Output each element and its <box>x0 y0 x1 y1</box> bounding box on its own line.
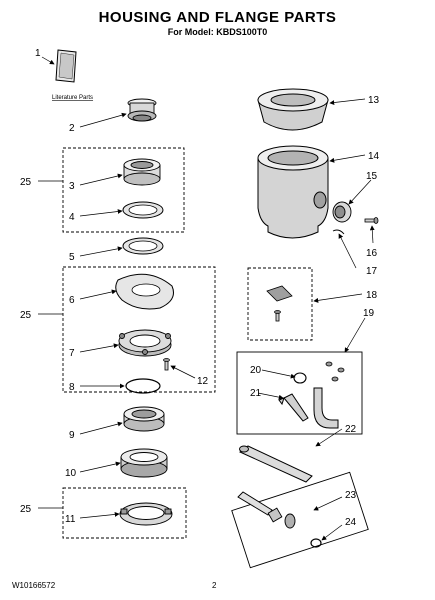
callout-24: 24 <box>345 517 357 528</box>
part-fiber-gasket <box>115 273 174 310</box>
part-inlet-fitting <box>332 201 352 223</box>
group-box-installation-kit <box>236 351 363 435</box>
callout-7: 7 <box>69 348 75 359</box>
callout-16: 16 <box>366 248 378 259</box>
callout-25-flange-kit: 25 <box>20 310 32 321</box>
part-hardware-kit <box>266 285 293 322</box>
page-number: 2 <box>212 581 217 590</box>
callout-5: 5 <box>69 252 75 263</box>
model-subtitle: For Model: KBDS100T0 <box>167 27 268 37</box>
part-drain-tube <box>239 445 313 483</box>
part-small-fittings <box>325 361 345 382</box>
callout-20: 20 <box>250 365 262 376</box>
part-snap-ring <box>125 378 161 394</box>
callout-6: 6 <box>69 295 75 306</box>
part-clip-16 <box>332 229 345 235</box>
callout-1: 1 <box>35 48 41 59</box>
part-lower-mounting-ring <box>119 502 173 526</box>
document-number: W10166572 <box>12 581 56 590</box>
callout-2: 2 <box>69 123 75 134</box>
callout-8: 8 <box>69 382 75 393</box>
callout-4: 4 <box>69 212 75 223</box>
part-gasket-4 <box>122 201 164 219</box>
part-clamp-20 <box>293 372 307 384</box>
literature-label: Literature Parts <box>52 95 93 101</box>
callout-19: 19 <box>363 308 375 319</box>
part-housing-body <box>257 145 329 239</box>
group-box-hardware-kit <box>247 267 313 341</box>
part-drain-connector <box>237 491 296 529</box>
callout-14: 14 <box>368 151 380 162</box>
page-title: HOUSING AND FLANGE PARTS <box>98 9 337 26</box>
part-housing-cover <box>257 88 329 131</box>
part-o-ring-24 <box>310 538 322 548</box>
part-sink-flange <box>123 158 161 186</box>
callout-9: 9 <box>69 430 75 441</box>
part-screw-17 <box>364 217 379 224</box>
group-box-ring-kit <box>62 487 187 539</box>
group-box-flange-kit <box>62 266 216 393</box>
callout-15: 15 <box>366 171 378 182</box>
callout-18: 18 <box>366 290 378 301</box>
literature-part: Literature Parts <box>52 49 93 101</box>
callout-22: 22 <box>345 424 357 435</box>
part-backup-ring-5 <box>122 237 164 255</box>
callout-3: 3 <box>69 181 75 192</box>
callout-21: 21 <box>250 388 262 399</box>
callout-12: 12 <box>197 376 209 387</box>
part-elbow-hose <box>313 387 339 429</box>
callout-17: 17 <box>366 266 378 277</box>
part-splash-guard <box>123 406 165 432</box>
part-screw-12 <box>163 358 170 371</box>
callout-13: 13 <box>368 95 380 106</box>
part-stopper <box>127 98 157 122</box>
group-box-drain-kit <box>231 471 369 569</box>
callout-23: 23 <box>345 490 357 501</box>
part-cushion-mount <box>120 448 168 478</box>
part-mounting-ring <box>118 329 172 357</box>
callout-25-ring-kit: 25 <box>20 504 32 515</box>
group-box-seal-kit <box>62 147 185 233</box>
part-wrench-21 <box>278 393 309 422</box>
callout-25-seal-kit: 25 <box>20 177 32 188</box>
callout-11: 11 <box>65 514 76 525</box>
callout-10: 10 <box>65 468 77 479</box>
